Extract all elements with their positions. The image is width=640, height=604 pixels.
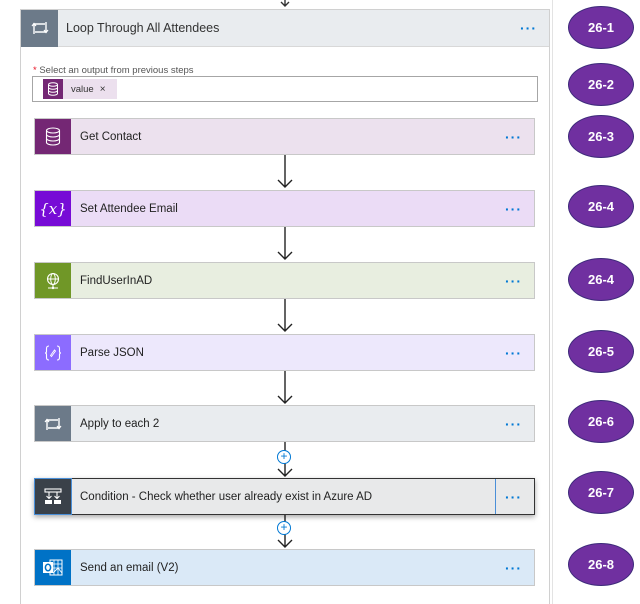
loop-header[interactable]: Loop Through All Attendees ··· xyxy=(21,9,549,47)
required-marker: * xyxy=(33,65,37,76)
http-globe-icon xyxy=(35,263,71,298)
annotation-badge: 26-1 xyxy=(568,6,634,49)
step-get-contact[interactable]: Get Contact ··· xyxy=(34,118,535,155)
annotation-badge: 26-7 xyxy=(568,471,634,514)
loop-more-options-button[interactable]: ··· xyxy=(520,20,537,36)
insert-step-button[interactable]: + xyxy=(277,521,291,535)
step-title: Send an email (V2) xyxy=(80,561,179,574)
database-icon xyxy=(43,79,63,99)
more-options-button[interactable]: ··· xyxy=(505,559,522,576)
canvas-divider xyxy=(552,0,553,604)
loop-icon xyxy=(35,406,71,441)
step-title: Get Contact xyxy=(80,130,142,143)
parse-json-icon xyxy=(35,335,71,370)
top-connector-arrow xyxy=(279,0,291,8)
step-apply-to-each-2[interactable]: Apply to each 2 ··· xyxy=(34,405,535,442)
step-title: Apply to each 2 xyxy=(80,417,160,430)
outlook-icon xyxy=(35,550,71,585)
variable-icon: {x} xyxy=(35,191,71,226)
select-output-input[interactable]: value × xyxy=(32,76,538,102)
connector-arrow xyxy=(276,371,294,405)
step-condition-check-user-exists[interactable]: Condition - Check whether user already e… xyxy=(34,478,535,515)
step-title: Set Attendee Email xyxy=(80,202,178,215)
more-options-button[interactable]: ··· xyxy=(505,415,522,432)
condition-icon xyxy=(34,478,72,515)
connector-arrow xyxy=(276,155,294,189)
more-options-button[interactable]: ··· xyxy=(505,200,522,217)
step-parse-json[interactable]: Parse JSON ··· xyxy=(34,334,535,371)
annotation-badge: 26-8 xyxy=(568,543,634,586)
more-options-button[interactable]: ··· xyxy=(505,344,522,361)
connector-arrow xyxy=(276,299,294,333)
step-title: FindUserInAD xyxy=(80,274,153,287)
step-send-email-v2[interactable]: Send an email (V2) ··· xyxy=(34,549,535,586)
token-label: value xyxy=(71,83,94,95)
value-token[interactable]: value × xyxy=(43,79,117,99)
select-output-label: * Select an output from previous steps xyxy=(33,65,194,76)
insert-step-button[interactable]: + xyxy=(277,450,291,464)
more-options-button[interactable]: ··· xyxy=(505,272,522,289)
database-icon xyxy=(35,119,71,154)
remove-token-button[interactable]: × xyxy=(99,83,106,95)
annotation-badge: 26-4 xyxy=(568,185,634,228)
connector-arrow xyxy=(276,227,294,261)
loop-icon xyxy=(21,9,58,47)
step-title: Parse JSON xyxy=(80,346,144,359)
annotation-badge: 26-6 xyxy=(568,400,634,443)
step-title: Condition - Check whether user already e… xyxy=(80,490,373,503)
annotation-badge: 26-2 xyxy=(568,63,634,106)
step-set-attendee-email[interactable]: {x} Set Attendee Email ··· xyxy=(34,190,535,227)
more-options-divider xyxy=(495,479,496,514)
loop-title: Loop Through All Attendees xyxy=(66,21,220,35)
annotation-badge: 26-4 xyxy=(568,258,634,301)
annotation-badge: 26-3 xyxy=(568,115,634,158)
more-options-button[interactable]: ··· xyxy=(505,488,522,505)
step-find-user-in-ad[interactable]: FindUserInAD ··· xyxy=(34,262,535,299)
annotation-badge: 26-5 xyxy=(568,330,634,373)
more-options-button[interactable]: ··· xyxy=(505,128,522,145)
